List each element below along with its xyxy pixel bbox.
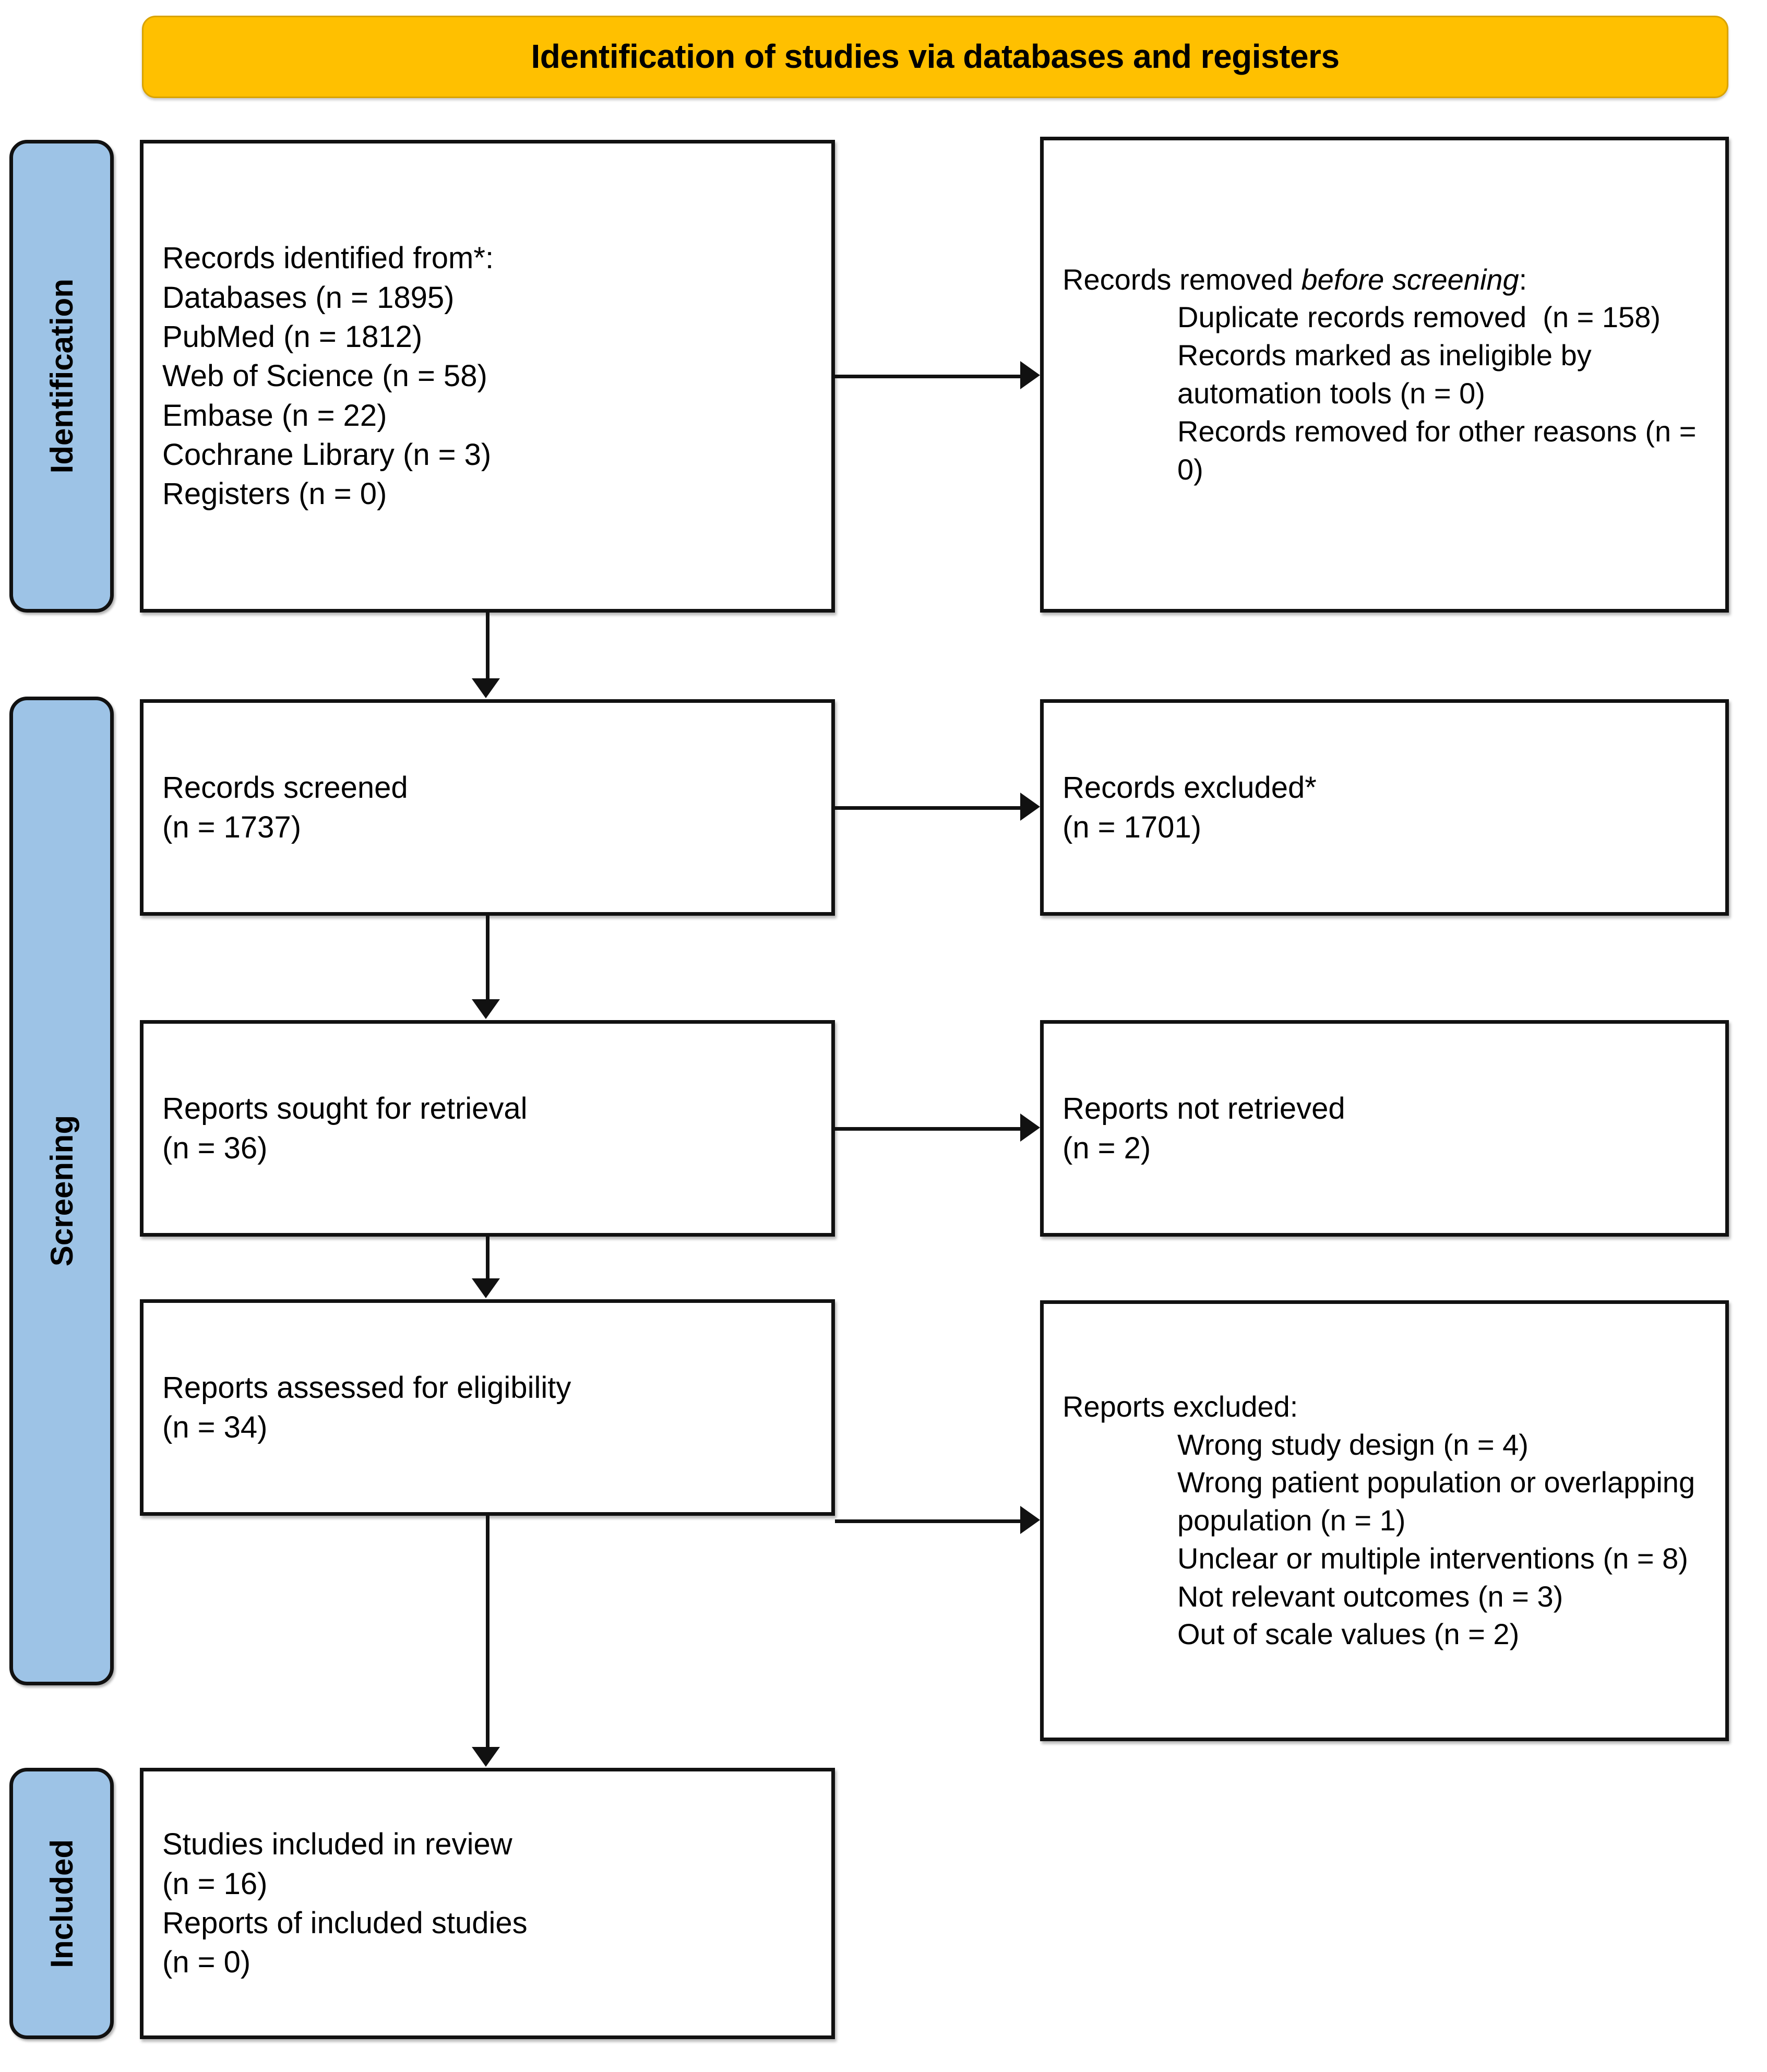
arrowhead-down-icon (472, 1747, 500, 1767)
heading-italic: before screening (1301, 262, 1519, 296)
text-line: Embase (n = 22) (162, 398, 387, 433)
arrowhead-right-icon (1020, 1113, 1040, 1142)
connector-screened-to-excluded (835, 806, 1020, 810)
phase-tab-included: Included (9, 1768, 114, 2039)
text-line: (n = 0) (162, 1945, 251, 1980)
node-records-screened: Records screened (n = 1737) (140, 699, 835, 916)
phase-tab-screening-label: Screening (44, 1115, 79, 1267)
node-records-removed-before-screening: Records removed before screening: Duplic… (1040, 137, 1729, 613)
text-line: Not relevant outcomes (n = 3) (1177, 1579, 1563, 1613)
phase-tab-identification: Identification (9, 140, 114, 613)
text-line: PubMed (n = 1812) (162, 319, 423, 354)
text-line: (n = 2) (1062, 1131, 1151, 1165)
text-line: (n = 16) (162, 1866, 268, 1901)
text-line: Reports assessed for eligibility (162, 1371, 571, 1405)
arrowhead-right-icon (1020, 793, 1040, 821)
text-line: Wrong study design (n = 4) (1177, 1428, 1529, 1461)
text-line: Studies included in review (162, 1827, 512, 1862)
text-line: Records screened (162, 771, 408, 805)
text-line: Duplicate records removed (n = 158) (1177, 301, 1661, 334)
arrowhead-right-icon (1020, 1506, 1040, 1534)
connector-identified-to-removed (835, 375, 1020, 378)
text-line: Reports not retrieved (1062, 1092, 1345, 1126)
text-line: Unclear or multiple interventions (n = 8… (1177, 1541, 1688, 1575)
node-records-excluded: Records excluded* (n = 1701) (1040, 699, 1729, 916)
heading-suffix: : (1519, 262, 1527, 296)
arrowhead-down-icon (472, 678, 500, 698)
node-records-identified-body: Records identified from*: Databases (n =… (144, 238, 831, 514)
connector-sought-to-not-retrieved (835, 1127, 1020, 1131)
phase-tab-identification-label: Identification (44, 279, 79, 474)
node-studies-included-body: Studies included in review (n = 16) Repo… (144, 1825, 831, 1982)
phase-tab-screening: Screening (9, 697, 114, 1685)
node-reports-assessed-body: Reports assessed for eligibility (n = 34… (144, 1368, 831, 1447)
node-reports-sought: Reports sought for retrieval (n = 36) (140, 1020, 835, 1237)
text-line: Reports sought for retrieval (162, 1092, 528, 1126)
node-reports-not-retrieved: Reports not retrieved (n = 2) (1040, 1020, 1729, 1237)
diagram-header-banner: Identification of studies via databases … (142, 16, 1728, 98)
text-line: Web of Science (n = 58) (162, 359, 487, 393)
text-line: Cochrane Library (n = 3) (162, 438, 492, 472)
text-line: (n = 36) (162, 1131, 268, 1165)
text-line: Databases (n = 1895) (162, 280, 455, 315)
node-records-removed-body: Records removed before screening: Duplic… (1044, 261, 1725, 489)
node-records-identified: Records identified from*: Databases (n =… (140, 140, 835, 613)
node-reports-sought-body: Reports sought for retrieval (n = 36) (144, 1089, 831, 1168)
text-line: (n = 1701) (1062, 810, 1202, 844)
text-line: Records removed for other reasons (n = 0… (1177, 414, 1705, 486)
heading-prefix: Records removed (1062, 262, 1302, 296)
node-reports-assessed: Reports assessed for eligibility (n = 34… (140, 1299, 835, 1516)
node-reports-excluded-heading: Reports excluded: (1062, 1390, 1298, 1423)
arrowhead-down-icon (472, 999, 500, 1019)
arrowhead-right-icon (1020, 361, 1040, 389)
node-studies-included: Studies included in review (n = 16) Repo… (140, 1768, 835, 2039)
text-line: (n = 1737) (162, 810, 302, 844)
text-line: Records identified from*: (162, 241, 494, 276)
text-line: Reports of included studies (162, 1906, 528, 1940)
arrowhead-down-icon (472, 1278, 500, 1298)
node-reports-excluded-body: Reports excluded: Wrong study design (n … (1044, 1388, 1725, 1654)
connector-assessed-to-reports-excluded (835, 1519, 1020, 1523)
node-records-removed-heading: Records removed before screening: (1062, 261, 1706, 299)
text-line: Records marked as ineligible by automati… (1177, 339, 1600, 410)
connector-assessed-to-included (486, 1516, 489, 1748)
node-reports-excluded: Reports excluded: Wrong study design (n … (1040, 1300, 1729, 1741)
node-records-screened-body: Records screened (n = 1737) (144, 768, 831, 847)
page-title: Identification of studies via databases … (531, 38, 1340, 76)
text-line: Records excluded* (1062, 771, 1317, 805)
phase-tab-included-label: Included (44, 1839, 79, 1968)
text-line: (n = 34) (162, 1410, 268, 1444)
connector-sought-to-assessed (486, 1237, 489, 1279)
connector-screened-to-sought (486, 916, 489, 1000)
text-line: Out of scale values (n = 2) (1177, 1618, 1520, 1651)
text-line: Wrong patient population or overlapping … (1177, 1466, 1703, 1537)
node-records-excluded-body: Records excluded* (n = 1701) (1044, 768, 1725, 847)
connector-identified-to-screened (486, 613, 489, 679)
node-reports-not-retrieved-body: Reports not retrieved (n = 2) (1044, 1089, 1725, 1168)
text-line: Registers (n = 0) (162, 477, 387, 511)
